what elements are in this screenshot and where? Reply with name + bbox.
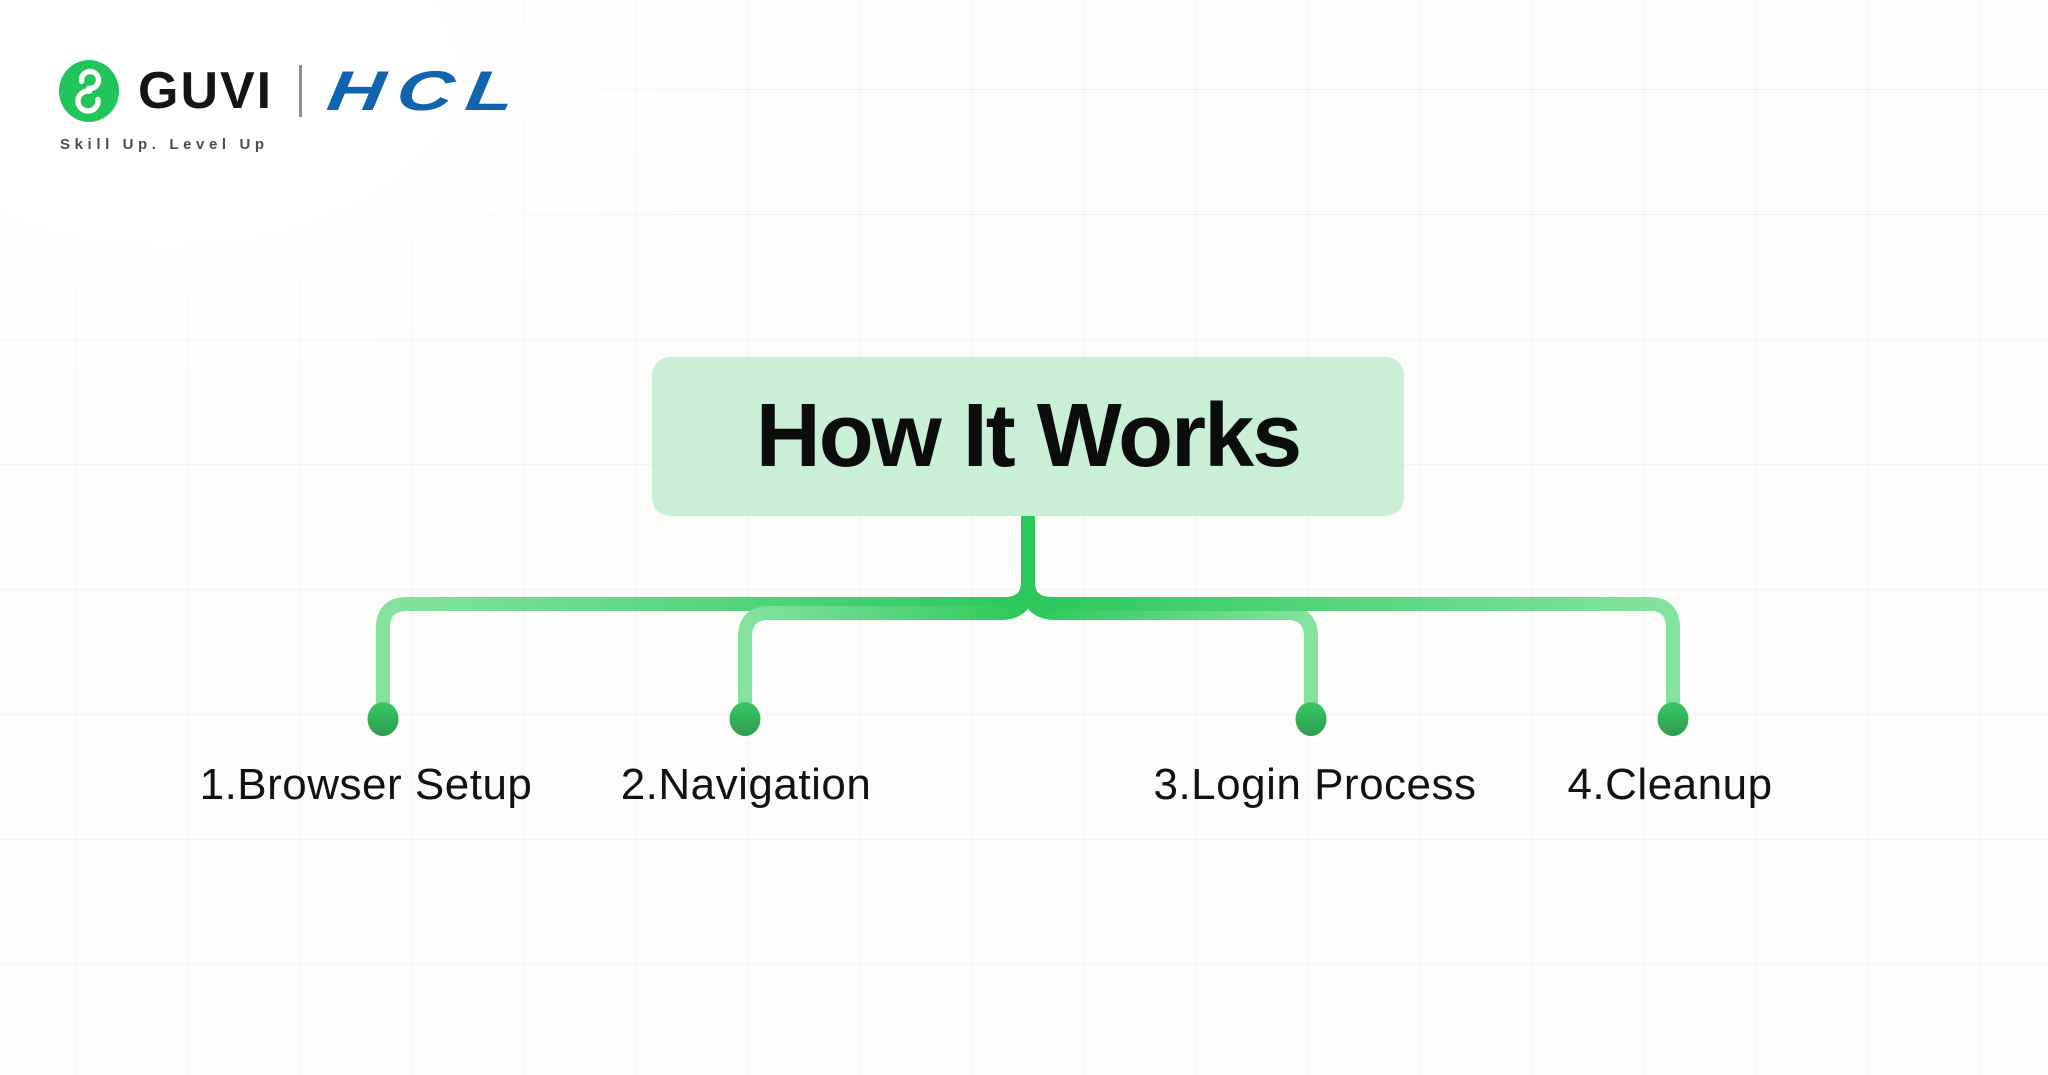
brand-header: GUVI HCL (58, 59, 532, 122)
node-label-navigation: 2.Navigation (620, 760, 872, 809)
brand-tagline: Skill Up. Level Up (60, 136, 269, 153)
node-label-login-process: 3.Login Process (1153, 760, 1477, 809)
guvi-wordmark: GUVI (138, 62, 274, 120)
node-dot-4 (1657, 702, 1689, 736)
guvi-logo-icon (59, 60, 119, 122)
node-dot-3 (1295, 702, 1327, 736)
node-dot-1 (367, 702, 399, 736)
title-box: How It Works (652, 357, 1404, 516)
branch-4-line (1021, 510, 1680, 703)
node-dot-2 (729, 702, 761, 736)
brand-divider (299, 65, 303, 117)
branch-2-line (738, 510, 1035, 703)
node-label-browser-setup: 1.Browser Setup (199, 760, 533, 809)
diagram-title: How It Works (755, 386, 1302, 486)
node-label-cleanup: 4.Cleanup (1567, 760, 1773, 809)
